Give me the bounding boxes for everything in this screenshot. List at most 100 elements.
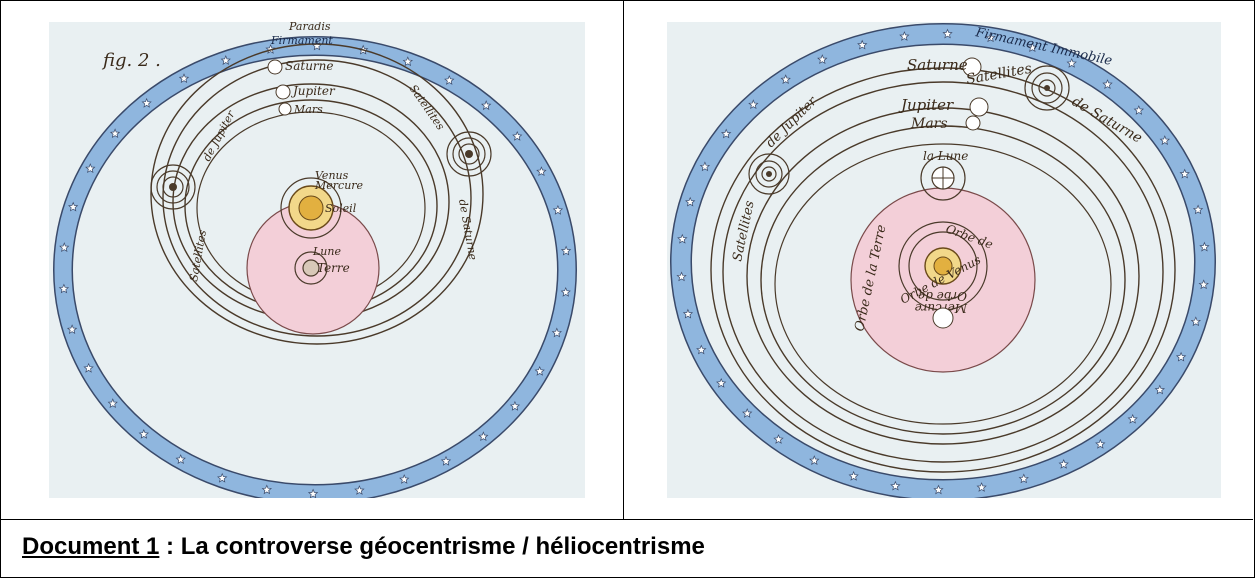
star-icon (699, 161, 711, 172)
star-icon (552, 204, 564, 215)
saturne-satellites (1024, 65, 1070, 111)
star-icon (1102, 79, 1113, 89)
document-caption: Document 1 : La controverse géocentrisme… (22, 533, 705, 561)
firmament-stars (58, 40, 572, 498)
star-icon (1133, 105, 1144, 115)
saturne-satellites (446, 131, 492, 177)
saturne-symbol (267, 59, 283, 75)
star-icon (696, 344, 707, 355)
star-icon (107, 398, 118, 409)
star-icon (1154, 384, 1165, 395)
star-icon (773, 434, 784, 444)
star-icon (890, 480, 901, 491)
star-icon (682, 308, 694, 319)
de-saturne-label: de Saturne (456, 198, 480, 261)
star-icon (481, 100, 492, 111)
star-icon (402, 56, 413, 67)
star-icon (1159, 135, 1170, 146)
star-icon (354, 485, 365, 495)
star-icon (685, 196, 696, 207)
de-jupiter-label: de Jupiter (200, 108, 238, 164)
jupiter-satellites (748, 153, 790, 195)
star-icon (512, 130, 523, 141)
lune-label: Lune (312, 245, 341, 258)
saturne-symbol (962, 57, 982, 77)
star-icon (780, 74, 791, 85)
star-icon (83, 362, 94, 373)
star-icon (1018, 473, 1029, 484)
star-icon (1190, 316, 1201, 327)
star-icon (857, 39, 868, 50)
star-icon (138, 429, 149, 439)
star-icon (175, 454, 186, 464)
star-icon (1179, 168, 1190, 179)
star-icon (307, 488, 319, 498)
star-icon (440, 455, 452, 466)
terre-label: Terre (317, 261, 350, 275)
star-icon (817, 54, 828, 65)
mars-orbit (774, 143, 1112, 425)
mars-symbol (965, 115, 981, 131)
paradis-label: Paradis (288, 22, 331, 33)
mercury-orbit (908, 231, 978, 301)
star-icon (534, 366, 545, 376)
star-icon (560, 286, 571, 297)
star-icon (1198, 279, 1209, 290)
saturne-satellites-label: Satellites (407, 82, 448, 132)
jupiter-symbol (275, 84, 291, 100)
firmament-band (671, 24, 1215, 498)
sun-face (298, 195, 324, 221)
jupiter-orbit-inner (760, 125, 1126, 435)
star-icon (220, 55, 231, 65)
geocentric-plate: fig. 2 . Paradis Firmament Saturne Jupit… (49, 22, 585, 498)
mercure-label: Mercure (314, 179, 364, 192)
star-icon (1175, 351, 1187, 362)
star-icon (399, 474, 410, 484)
left-cell: fig. 2 . Paradis Firmament Saturne Jupit… (0, 0, 624, 520)
star-icon (899, 31, 910, 41)
star-icon (676, 271, 687, 282)
mars-label: Mars (293, 103, 323, 116)
heliocentric-diagram: Firmament Immobile Saturne Satellites de… (670, 23, 1216, 498)
caption-title: : La controverse géocentrisme / héliocen… (159, 533, 705, 560)
jupiter-orbit-outer (746, 107, 1140, 445)
orbe-de-mercure-label: Orbe de (918, 289, 967, 303)
mars-label: Mars (910, 116, 948, 132)
right-cell: Firmament Immobile Saturne Satellites de… (624, 0, 1253, 520)
saturne-orbit-inner (722, 81, 1164, 463)
soleil-label: Soleil (325, 202, 357, 215)
venus-ring (280, 177, 342, 239)
star-icon (942, 28, 953, 39)
star-icon (66, 324, 78, 335)
star-icon (985, 32, 996, 43)
star-icon (809, 455, 820, 466)
star-icon (748, 99, 759, 110)
mars-symbol (278, 102, 292, 116)
earth-globe (302, 259, 320, 277)
venus-label: Venus (315, 169, 349, 182)
star-icon (141, 97, 152, 108)
star-icon (85, 163, 96, 174)
star-icon (444, 75, 455, 85)
firmament-label: Firmament (270, 34, 333, 47)
star-icon (59, 242, 70, 253)
star-icon (178, 73, 190, 84)
star-icon (1199, 241, 1210, 252)
star-icon (1095, 438, 1106, 449)
star-icon (677, 233, 688, 244)
star-icon (933, 484, 944, 495)
star-icon (1066, 57, 1077, 68)
venus-body (932, 307, 954, 329)
star-icon (536, 166, 547, 177)
star-icon (560, 245, 572, 256)
star-icon (848, 470, 859, 481)
geocentric-diagram: fig. 2 . Paradis Firmament Saturne Jupit… (53, 22, 577, 498)
jupiter-symbol (969, 97, 989, 117)
star-icon (551, 327, 562, 338)
moon-orbit (294, 251, 328, 285)
star-icon (58, 283, 70, 294)
firmament-stars (676, 28, 1210, 495)
jupiter-satellites (150, 164, 196, 210)
star-icon (1192, 204, 1204, 215)
star-icon (716, 378, 727, 388)
